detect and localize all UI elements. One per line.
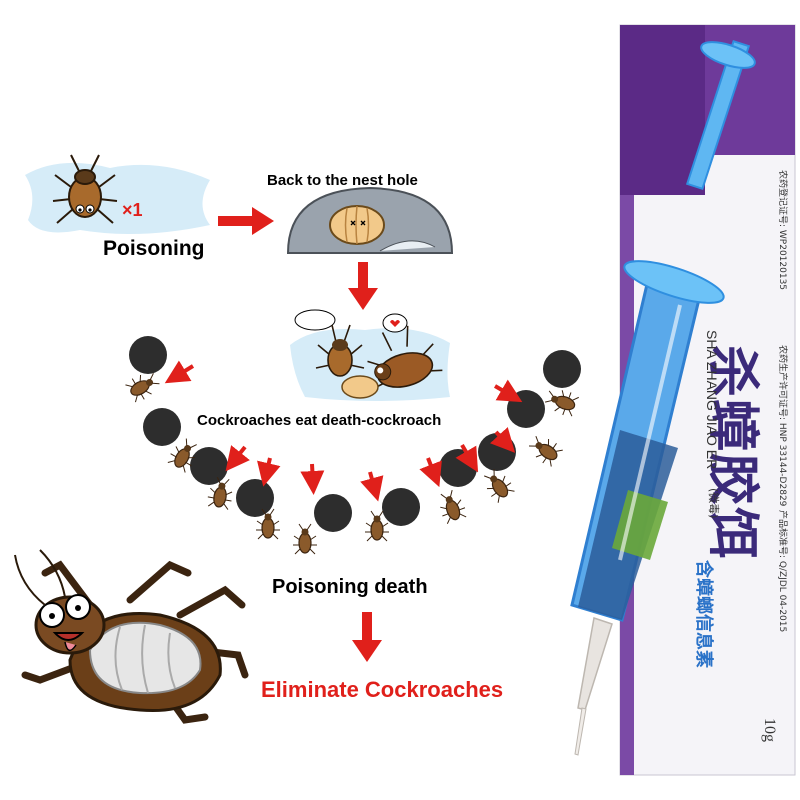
red-arrows (164, 360, 523, 502)
poisoning-label: Poisoning (103, 237, 205, 260)
arrow-down-1 (348, 262, 378, 310)
dead-cockroach-illustration (14, 549, 249, 724)
registration-2: 农药生产许可证号: HNP 33144-D2829 (777, 345, 787, 507)
cockroaches-eating-illustration (290, 309, 450, 401)
eat-death-label: Cockroaches eat death-cockroach (197, 412, 442, 429)
nest-hole-illustration (286, 186, 454, 254)
poisoning-death-label: Poisoning death (272, 576, 428, 598)
arrow-down-2 (352, 612, 382, 662)
syringe-illustration (570, 39, 756, 756)
registration-1: 农药登记证号: WP20120135 (777, 170, 787, 291)
back-to-nest-label: Back to the nest hole (267, 172, 418, 189)
arrow-right (218, 207, 274, 235)
single-cockroach-illustration (25, 154, 210, 234)
registration-3: 产品标准号: Q/ZJDL 04-2015 (777, 510, 787, 633)
multiplier-label: ×1 (122, 200, 143, 220)
weight-text: 10g (761, 718, 778, 742)
eliminate-label: Eliminate Cockroaches (261, 677, 504, 702)
